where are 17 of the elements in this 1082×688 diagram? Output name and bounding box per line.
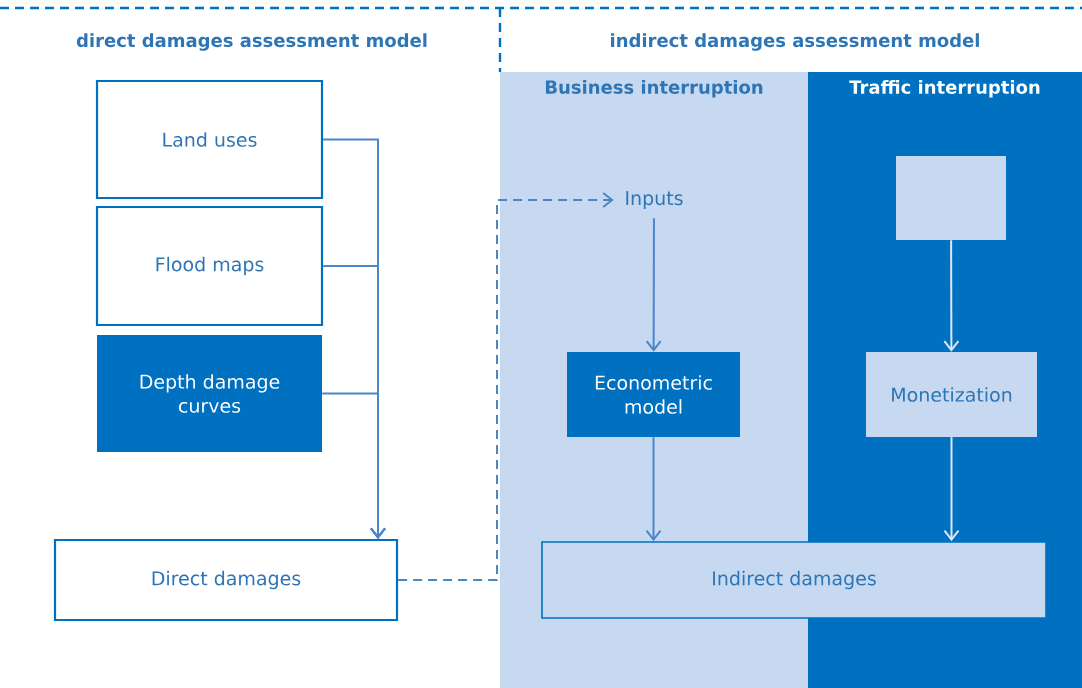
- arrow: [943, 436, 960, 542]
- process-box: Econometric model: [567, 352, 740, 437]
- input-label: Inputs: [626, 191, 683, 209]
- section-heading: indirect damages assessment model: [611, 33, 979, 51]
- section-heading: direct damages assessment model: [76, 33, 427, 51]
- process-box: Depth damage curves: [97, 335, 322, 452]
- arrow: [397, 192, 614, 581]
- arrow: [645, 436, 662, 542]
- arrow: [645, 217, 662, 352]
- process-box: Direct damages: [53, 538, 399, 622]
- process-box: Indirect damages: [541, 541, 1047, 619]
- process-box: Land uses: [95, 79, 324, 200]
- process-box: [896, 156, 1006, 240]
- process-box: Flood maps: [95, 205, 324, 327]
- process-box: Monetization: [866, 352, 1037, 437]
- arrow: [943, 239, 960, 352]
- arrow: [321, 392, 386, 539]
